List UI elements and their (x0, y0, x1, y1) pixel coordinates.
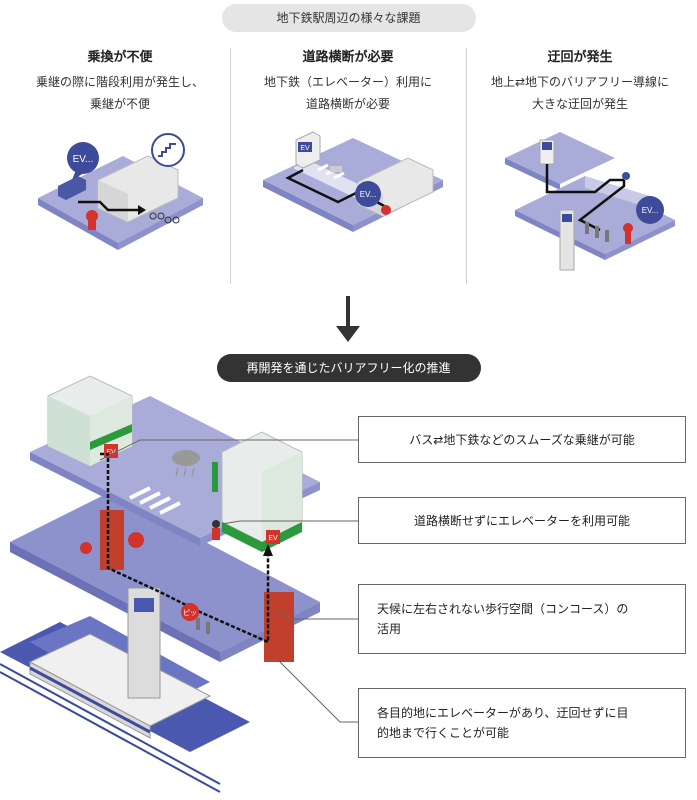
benefit-text-line1: 各目的地にエレベーターがあり、迂回せずに目 (377, 706, 629, 720)
benefit-text-line1: 天候に左右されない歩行空間（コンコース）の (377, 602, 629, 616)
issue-title: 道路横断が必要 (302, 50, 394, 65)
benefit-text: バス⇄地下鉄などのスムーズな乗継が可能 (409, 432, 635, 447)
transfer-illustration: EV... (38, 133, 203, 250)
solution-header: 再開発を通じたバリアフリー化の推進 (216, 354, 481, 382)
detour-illustration: EV... (505, 132, 675, 271)
issue-desc-line1: 乗継の際に階段利用が発生し、 (35, 75, 204, 89)
ev-bubble-label: EV... (73, 154, 94, 165)
crossing-illustration: EV EV... (263, 131, 443, 232)
ev-sign-label: EV (268, 535, 278, 542)
column-divider (230, 48, 231, 284)
column-divider (466, 48, 467, 284)
benefit-text-line2: 的地まで行くことが可能 (377, 726, 510, 740)
issue-detour: 迂回が発生 地上⇄地下のバリアフリー導線に 大きな迂回が発生 (466, 46, 694, 115)
issue-title: 乗換が不便 (87, 50, 153, 65)
issue-desc-line1: 地上⇄地下のバリアフリー導線に (490, 75, 670, 89)
benefit-elevator: 道路横断せずにエレベーターを利用可能 (358, 497, 686, 544)
benefit-transfer: バス⇄地下鉄などのスムーズな乗継が可能 (358, 416, 686, 463)
issue-transfer: 乗換が不便 乗継の際に階段利用が発生し、 乗継が不便 (6, 46, 234, 115)
benefit-no-detour: 各目的地にエレベーターがあり、迂回せずに目 的地まで行くことが可能 (358, 688, 686, 758)
benefit-concourse: 天候に左右されない歩行空間（コンコース）の 活用 (358, 584, 686, 654)
issue-desc-line1: 地下鉄（エレベーター）利用に (263, 75, 432, 89)
ev-bubble-label: EV... (360, 190, 377, 199)
benefit-text: 道路横断せずにエレベーターを利用可能 (413, 513, 630, 528)
issue-title: 迂回が発生 (547, 50, 613, 65)
ev-bubble-label: EV... (642, 206, 659, 215)
ev-sign-label: EV (300, 145, 310, 152)
pi-bubble-label: ピッ (183, 609, 197, 617)
down-arrow-icon (336, 296, 360, 342)
benefit-text-line2: 活用 (377, 622, 402, 636)
redevelopment-illustration: EV EV ピッ (0, 375, 320, 793)
issue-desc-line2: 道路横断が必要 (305, 97, 390, 111)
issue-desc-line2: 大きな迂回が発生 (531, 97, 628, 111)
issue-desc-line2: 乗継が不便 (89, 97, 150, 111)
issues-header: 地下鉄駅周辺の様々な課題 (221, 4, 476, 32)
issue-crossing: 道路横断が必要 地下鉄（エレベーター）利用に 道路横断が必要 (234, 46, 462, 115)
